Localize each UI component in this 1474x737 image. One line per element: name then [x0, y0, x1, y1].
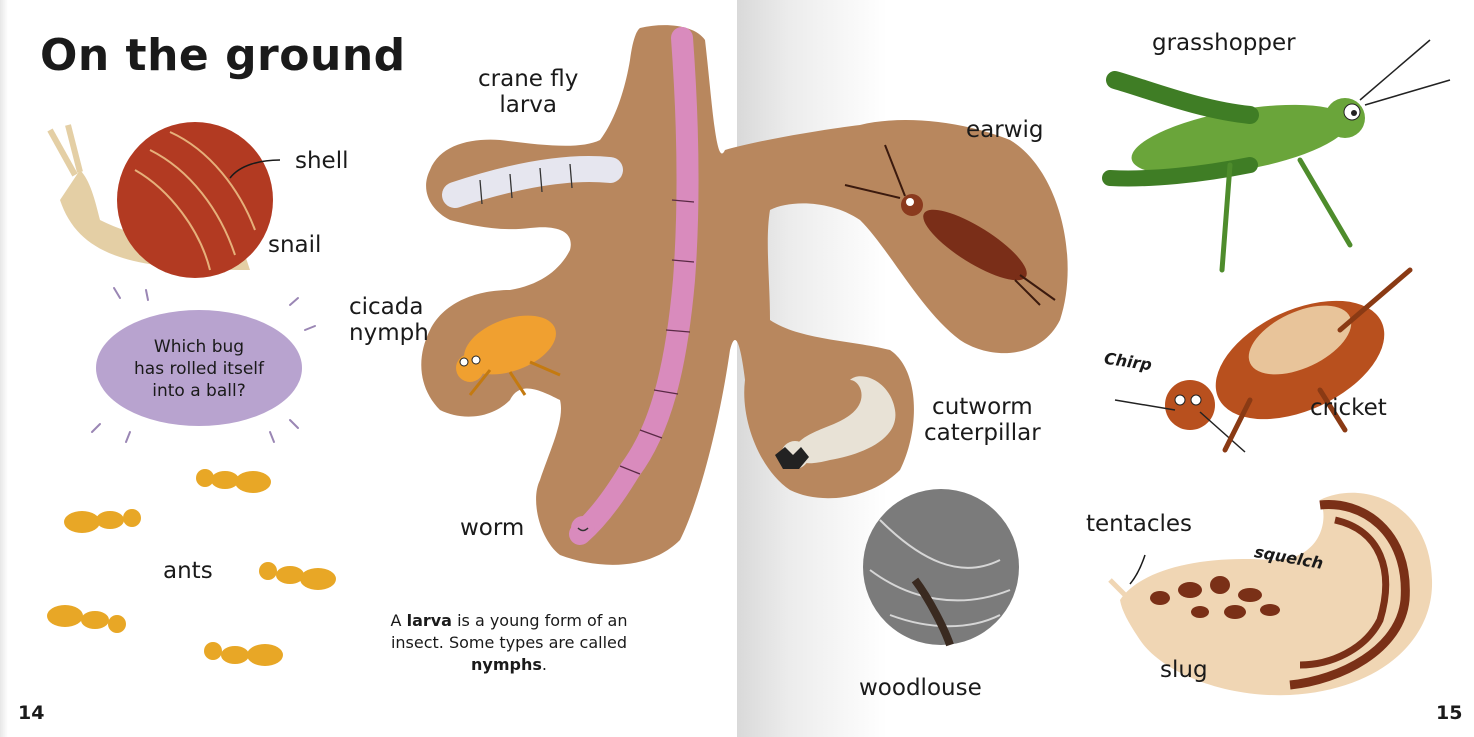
label-ants: ants: [163, 558, 213, 584]
label-worm: worm: [460, 515, 525, 541]
question-bubble: [96, 310, 302, 426]
note-part-1: A: [390, 611, 407, 630]
crane-fly-larva-illustration: [442, 156, 623, 208]
question-line-2: has rolled itself: [134, 359, 264, 379]
label-slug: slug: [1160, 657, 1208, 683]
cricket-illustration: [1114, 267, 1413, 453]
question-line-1: Which bug: [153, 337, 245, 357]
note-term-larva: larva: [406, 611, 452, 630]
question-line-3: into a ball?: [152, 381, 246, 401]
earwig-illustration: [844, 144, 1056, 306]
label-cutworm-caterpillar: cutworm caterpillar: [924, 394, 1041, 446]
note-part-2: is a young form of an insect. Some types…: [390, 611, 628, 652]
label-cicada-nymph-line-2: nymph: [349, 320, 429, 346]
ants-illustration: [47, 469, 336, 666]
label-crane-fly-larva-line-1: crane fly: [478, 66, 579, 92]
page-title: On the ground: [40, 30, 406, 81]
grasshopper-illustration: [1102, 39, 1451, 273]
label-shell: shell: [295, 148, 349, 174]
label-earwig: earwig: [966, 117, 1044, 143]
bubble-sparkles: [91, 287, 316, 443]
label-woodlouse: woodlouse: [859, 675, 982, 701]
label-crane-fly-larva: crane fly larva: [478, 66, 578, 118]
label-cutworm-caterpillar-line-2: caterpillar: [924, 420, 1041, 446]
label-grasshopper: grasshopper: [1152, 30, 1296, 56]
label-snail: snail: [268, 232, 322, 258]
cutworm-caterpillar-illustration: [775, 376, 896, 469]
slug-illustration: [1108, 492, 1433, 696]
woodlouse-illustration: [863, 489, 1019, 647]
cicada-nymph-illustration: [456, 315, 561, 396]
question-bubble-text: Which bug has rolled itself into a ball?: [96, 336, 302, 402]
page-number-right: 15: [1436, 702, 1463, 724]
worm-illustration: [569, 27, 699, 545]
larva-info-note: A larva is a young form of an insect. So…: [378, 610, 640, 676]
note-term-nymphs: nymphs: [471, 655, 542, 674]
label-tentacles: tentacles: [1086, 511, 1193, 537]
page-number-left: 14: [18, 702, 45, 724]
label-crane-fly-larva-line-2: larva: [499, 92, 557, 118]
snail-illustration: [47, 122, 281, 278]
label-cicada-nymph: cicada nymph: [349, 294, 429, 346]
label-cricket: cricket: [1310, 395, 1387, 421]
label-cicada-nymph-line-1: cicada: [349, 294, 424, 320]
note-part-3: .: [541, 655, 547, 674]
label-cutworm-caterpillar-line-1: cutworm: [932, 394, 1033, 420]
page-edge: [0, 0, 8, 737]
